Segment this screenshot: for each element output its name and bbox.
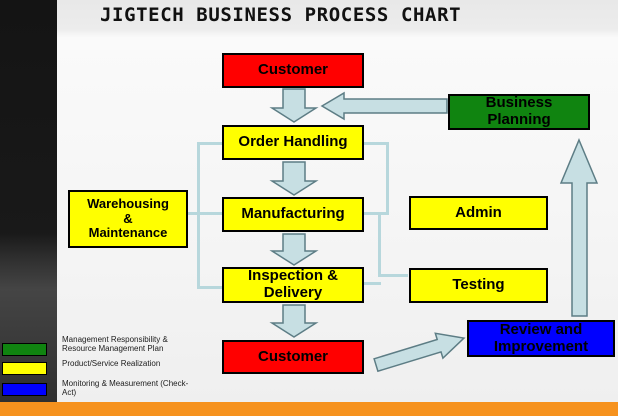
node-business-planning-label: Business Planning [485, 94, 553, 128]
arrow-down-manufacturing-to-inspection-icon [269, 233, 319, 266]
node-review-improvement: Review and Improvement [467, 320, 615, 357]
node-inspection-delivery: Inspection & Delivery [222, 267, 364, 303]
legend-label-management: Management Responsibility & Resource Man… [62, 335, 168, 354]
footer-accent-bar [0, 402, 618, 416]
node-review-improvement-label: Review and Improvement [493, 320, 589, 355]
connector-left-vertical [197, 142, 200, 289]
node-order-handling: Order Handling [222, 125, 364, 160]
legend-label-realization: Product/Service Realization [62, 359, 161, 368]
connector-warehousing-stub [186, 212, 224, 215]
node-customer-top: Customer [222, 53, 364, 88]
node-order-handling-label: Order Handling [238, 133, 348, 151]
legend-label-monitoring: Monitoring & Measurement (Check- Act) [62, 379, 189, 398]
arrow-left-business-planning-icon [320, 91, 448, 121]
node-business-planning: Business Planning [448, 94, 590, 130]
node-warehousing-maintenance: Warehousing & Maintenance [68, 190, 188, 248]
connector-manufacturing-right-stub [362, 212, 389, 215]
node-admin: Admin [409, 196, 548, 230]
connector-testing-stub [378, 274, 408, 277]
arrow-down-customer-to-order-icon [269, 88, 319, 123]
node-customer-bottom: Customer [222, 340, 364, 374]
node-admin-label: Admin [455, 203, 502, 221]
legend-swatch-realization [2, 362, 47, 375]
node-customer-top-label: Customer [257, 61, 328, 79]
arrow-diagonal-customer-to-review-icon [373, 332, 466, 373]
connector-inspection-right-stub [362, 282, 381, 285]
connector-right-vertical-outer [386, 142, 389, 215]
node-warehousing-maintenance-label: Warehousing & Maintenance [87, 196, 169, 241]
page-title: JIGTECH BUSINESS PROCESS CHART [100, 4, 462, 26]
node-customer-bottom-label: Customer [257, 347, 328, 365]
node-manufacturing: Manufacturing [222, 197, 364, 232]
node-testing-label: Testing [452, 276, 505, 294]
node-testing: Testing [409, 268, 548, 303]
node-inspection-delivery-label: Inspection & Delivery [247, 267, 338, 301]
sidebar-panel [0, 0, 57, 402]
legend-swatch-management [2, 343, 47, 356]
arrow-down-inspection-to-customer-icon [269, 304, 319, 338]
arrow-up-review-to-planning-icon [559, 138, 599, 317]
arrow-down-order-to-manufacturing-icon [269, 161, 319, 196]
connector-inspection-left-stub [197, 286, 224, 289]
connector-right-vertical-inner [378, 212, 381, 277]
legend-swatch-monitoring [2, 383, 47, 396]
node-manufacturing-label: Manufacturing [241, 205, 345, 223]
